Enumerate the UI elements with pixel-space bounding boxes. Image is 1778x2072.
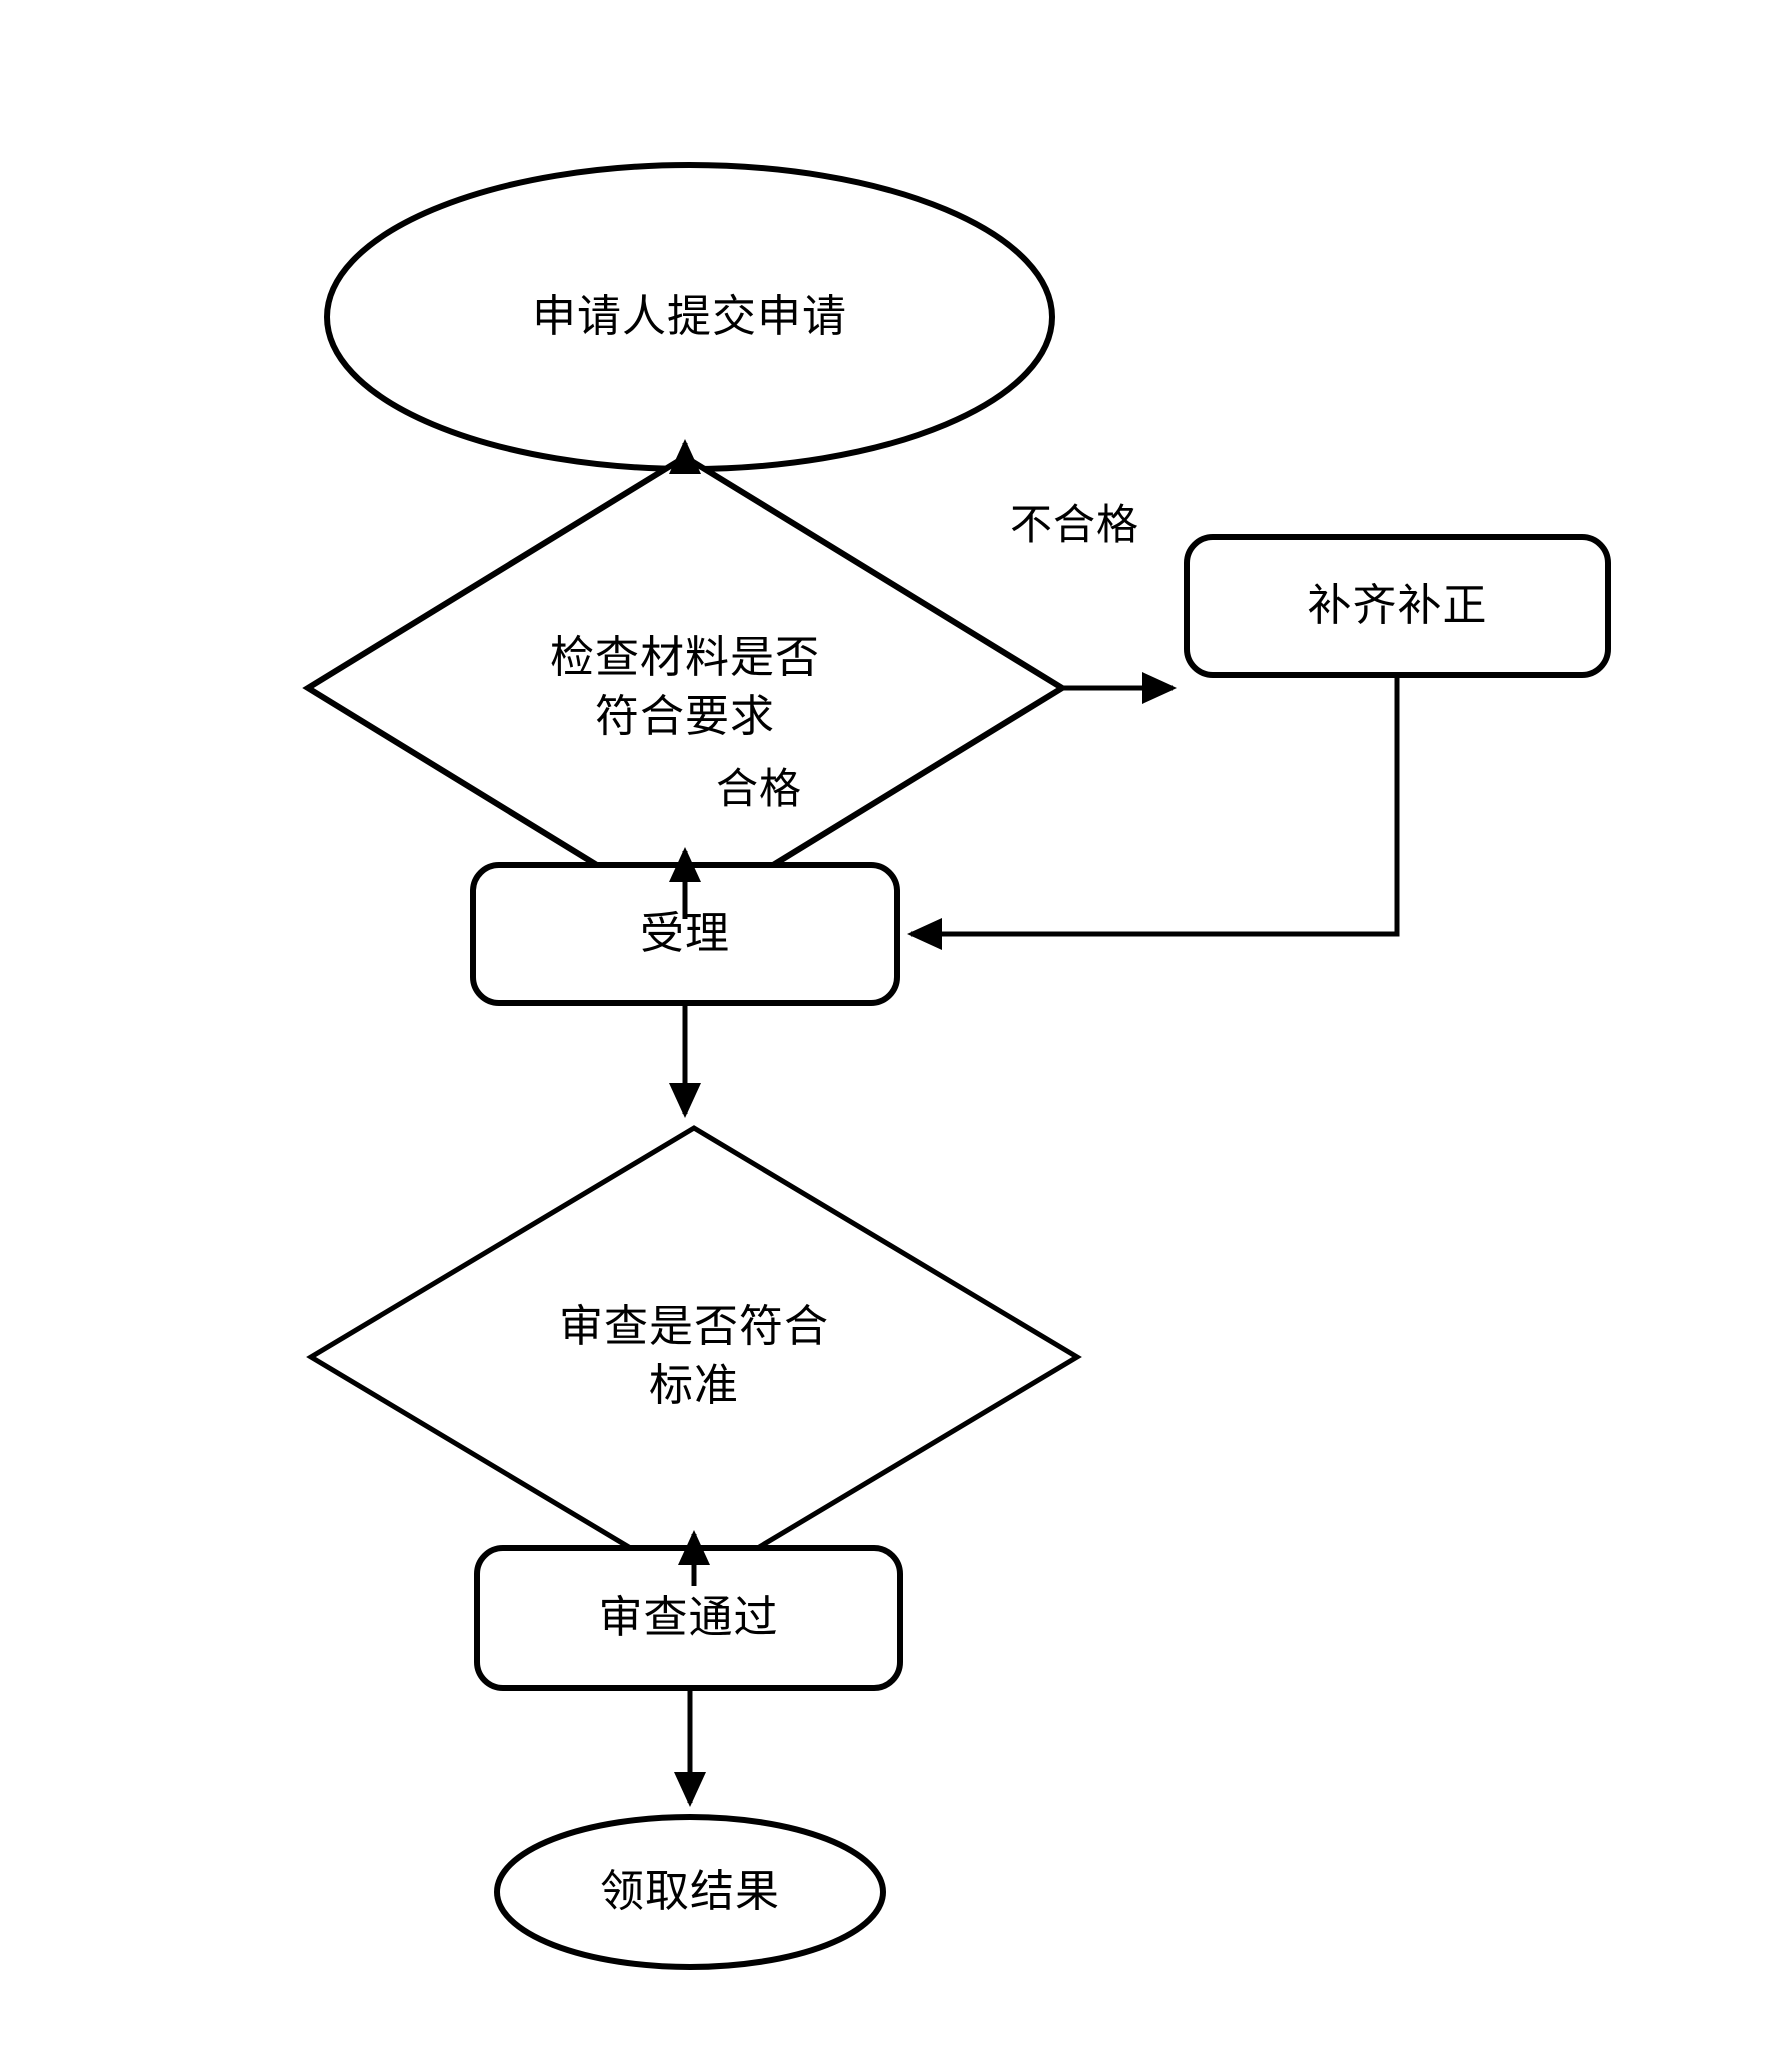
node-shape-submit[interactable] [324,162,1055,472]
node-shape-supplement[interactable] [1184,534,1611,678]
node-shape-collect-result[interactable] [494,1814,886,1970]
node-shape-review-passed[interactable] [474,1545,903,1691]
node-shape-check-materials[interactable] [302,453,1068,923]
edge-label-pass: 合格 [716,764,803,813]
edge-supplement-to-accept [906,675,1400,950]
edge-label-fail: 不合格 [1010,500,1140,549]
node-shape-review-standard[interactable] [306,1125,1082,1589]
